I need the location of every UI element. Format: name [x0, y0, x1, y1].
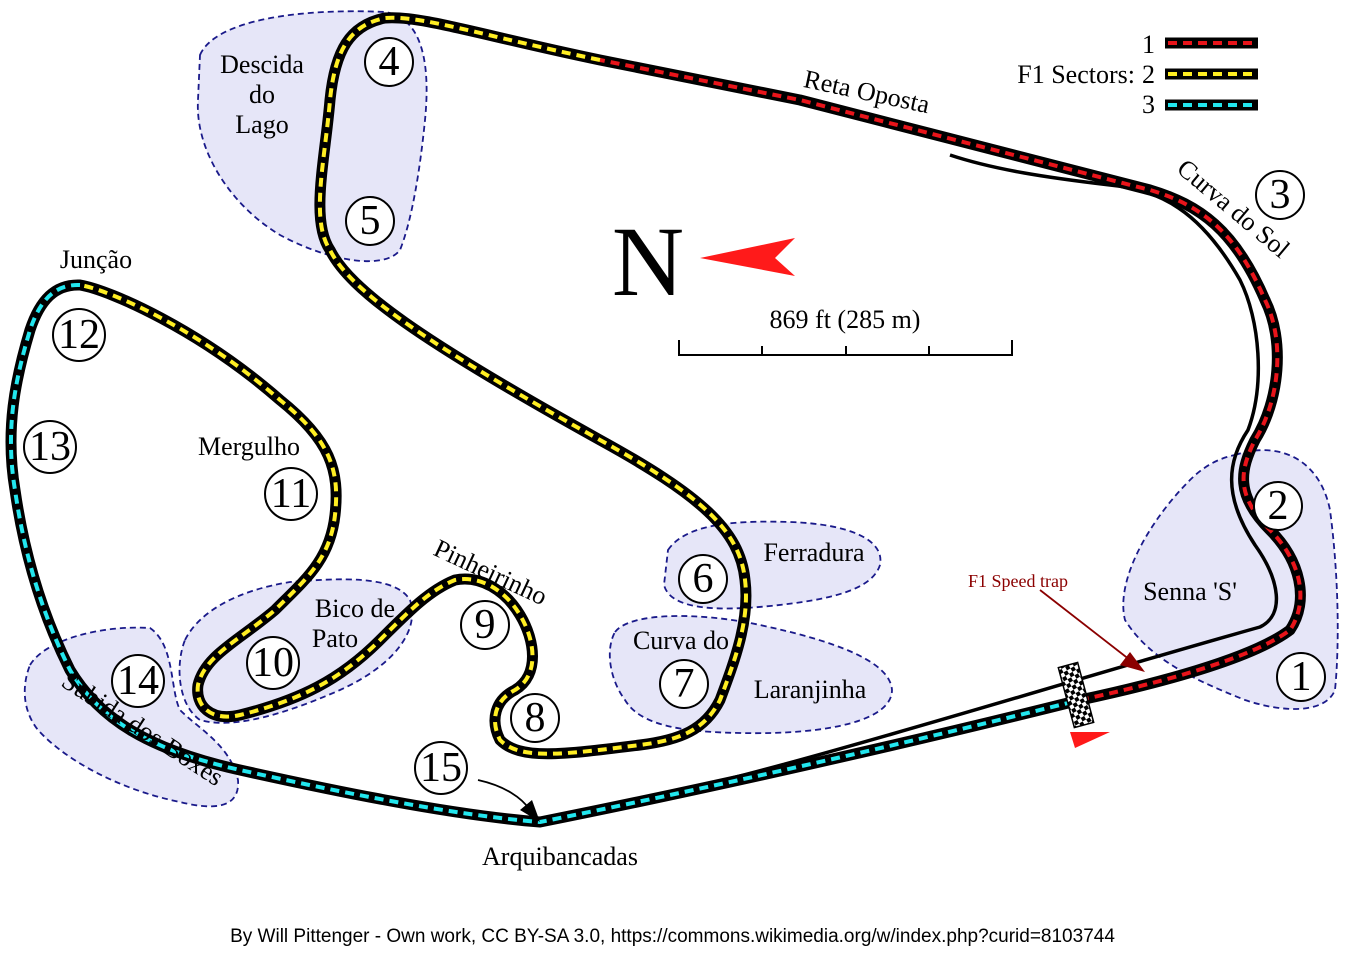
compass: N — [612, 206, 795, 317]
turn-9-circle — [460, 600, 510, 650]
turn-5: 5 — [345, 196, 395, 246]
scale-label: 869 ft (285 m) — [770, 305, 921, 334]
turn-10-circle — [246, 636, 300, 690]
label-bico-2: Pato — [312, 624, 358, 653]
turn-8-circle — [510, 693, 560, 743]
zone-subida-dos-boxes — [23, 626, 239, 808]
turn-2-number: 2 — [1268, 483, 1289, 529]
turn-13: 13 — [23, 420, 77, 474]
turn-4: 4 — [364, 37, 414, 87]
turn-5-circle — [345, 196, 395, 246]
start-arrow-icon — [1070, 732, 1110, 748]
legend-num-2: 2 — [1142, 60, 1155, 89]
north-letter: N — [612, 206, 684, 317]
legend-num-3: 3 — [1142, 90, 1155, 119]
label-descida-2: do — [249, 80, 275, 109]
turn-11-number: 11 — [271, 471, 311, 517]
turn-4-circle — [364, 37, 414, 87]
legend: F1 Sectors: 1 2 3 — [1017, 30, 1258, 119]
turn-9-number: 9 — [475, 602, 496, 648]
label-curva-do: Curva do — [633, 626, 729, 655]
label-pinheirinho: Pinheirinho — [429, 534, 551, 612]
turn-6-number: 6 — [693, 556, 714, 602]
label-senna-s: Senna 'S' — [1143, 577, 1237, 606]
label-bico-1: Bico de — [315, 594, 395, 623]
turn-5-number: 5 — [360, 198, 381, 244]
turn-10: 10 — [246, 636, 300, 690]
legend-num-1: 1 — [1142, 30, 1155, 59]
label-descida-1: Descida — [220, 50, 304, 79]
sector-3-line — [9, 282, 1081, 824]
north-arrow-icon — [700, 238, 795, 276]
sector-2-line — [79, 15, 748, 756]
scale-bar: 869 ft (285 m) — [678, 305, 1013, 356]
turn-7: 7 — [659, 659, 709, 709]
turn-15-number: 15 — [420, 745, 462, 791]
turn-13-circle — [23, 420, 77, 474]
start-finish-line — [1057, 661, 1095, 729]
turn-1-circle — [1276, 652, 1326, 702]
label-juncao: Junção — [60, 245, 132, 274]
turn-12-number: 12 — [58, 312, 100, 358]
turn-3-circle — [1255, 170, 1305, 220]
turn-1: 1 — [1276, 652, 1326, 702]
turn-15-pointer-arrow — [477, 779, 531, 811]
turn-4-number: 4 — [379, 39, 400, 85]
turn-11-circle — [264, 467, 318, 521]
turn-10-number: 10 — [252, 640, 294, 686]
turn-2: 2 — [1253, 481, 1303, 531]
label-descida-3: Lago — [235, 110, 288, 139]
label-mergulho: Mergulho — [198, 432, 300, 461]
turn-3: 3 — [1255, 170, 1305, 220]
turn-11: 11 — [264, 467, 318, 521]
turn-15-pointer-head-icon — [520, 800, 540, 822]
legend-title: F1 Sectors: — [1017, 60, 1135, 89]
turn-9: 9 — [460, 600, 510, 650]
label-laranjinha: Laranjinha — [754, 675, 867, 704]
turn-3-number: 3 — [1270, 172, 1291, 218]
turn-1-number: 1 — [1291, 654, 1312, 700]
turn-14: 14 — [111, 654, 165, 708]
turn-2-circle — [1253, 481, 1303, 531]
turn-15: 15 — [414, 741, 468, 795]
label-arquibancadas: Arquibancadas — [482, 842, 638, 871]
turn-6-circle — [678, 554, 728, 604]
turn-8: 8 — [510, 693, 560, 743]
turn-15-circle — [414, 741, 468, 795]
turn-14-circle — [111, 654, 165, 708]
turn-12-circle — [52, 308, 106, 362]
speed-trap-label: F1 Speed trap — [968, 571, 1068, 591]
attribution-credit: By Will Pittenger - Own work, CC BY-SA 3… — [230, 926, 1115, 947]
scale-line — [678, 340, 1013, 356]
section-labels: Descida do Lago Reta Oposta Curva do Sol… — [57, 50, 1296, 871]
speed-trap-arrow-icon — [1039, 589, 1131, 661]
turn-7-circle — [659, 659, 709, 709]
turn-13-number: 13 — [29, 424, 71, 470]
turn-6: 6 — [678, 554, 728, 604]
sector-overlays — [9, 15, 1303, 824]
turn-markers: 1 2 3 4 5 6 7 8 9 10 11 12 13 14 15 — [23, 37, 1326, 795]
turn-14-number: 14 — [117, 658, 159, 704]
turn-12: 12 — [52, 308, 106, 362]
speed-trap: F1 Speed trap — [968, 571, 1145, 672]
turn-7-number: 7 — [674, 661, 695, 707]
label-ferradura: Ferradura — [763, 538, 865, 567]
speed-trap-arrowhead-icon — [1120, 652, 1145, 672]
sector-1-line — [599, 58, 1303, 702]
turn-8-number: 8 — [525, 695, 546, 741]
